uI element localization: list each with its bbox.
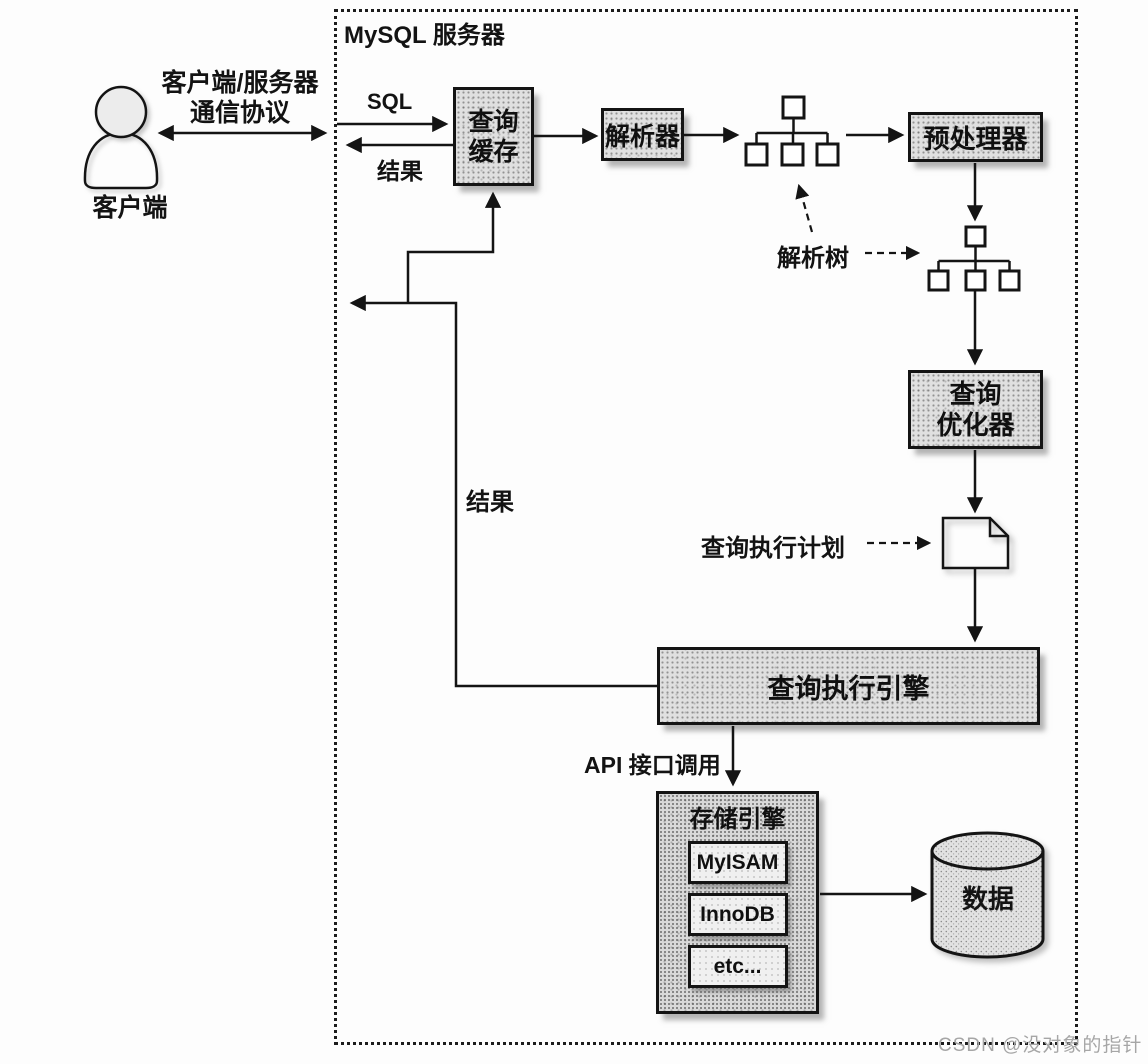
client-label: 客户端 — [92, 194, 168, 222]
optimizer-label-line1: 查询 — [949, 378, 1002, 409]
mysql-server-boundary — [334, 9, 1078, 1045]
watermark: CSDN @没对象的指针 — [938, 1035, 1143, 1056]
protocol-label-line1: 客户端/服务器 — [161, 69, 319, 97]
myisam-label: MyISAM — [696, 850, 779, 874]
api-call-label: API 接口调用 — [584, 752, 721, 778]
result-label-vertical: 结果 — [466, 489, 514, 516]
execution-engine-box: 查询执行引擎 — [657, 647, 1040, 725]
sql-label: SQL — [367, 89, 413, 114]
execution-engine-label: 查询执行引擎 — [767, 673, 930, 704]
etc-label: etc... — [713, 954, 762, 978]
optimizer-box: 查询 优化器 — [908, 370, 1043, 449]
storage-engine-title: 存储引擎 — [689, 806, 786, 833]
query-cache-label-line2: 缓存 — [468, 137, 519, 166]
result-label-top: 结果 — [377, 158, 423, 184]
protocol-label-line2: 通信协议 — [189, 99, 290, 127]
storage-engine-box: 存储引擎 MyISAM InnoDB etc... — [656, 791, 819, 1014]
innodb-box: InnoDB — [687, 893, 788, 936]
preprocessor-label: 预处理器 — [923, 123, 1028, 154]
query-plan-label: 查询执行计划 — [701, 535, 845, 562]
optimizer-label-line2: 优化器 — [936, 409, 1015, 440]
query-cache-box: 查询 缓存 — [453, 87, 534, 186]
mysql-server-title: MySQL 服务器 — [344, 22, 505, 49]
etc-box: etc... — [687, 945, 788, 988]
data-label: 数据 — [961, 884, 1014, 914]
parser-box: 解析器 — [601, 108, 684, 161]
parser-label: 解析器 — [604, 122, 680, 151]
parse-tree-label: 解析树 — [777, 245, 849, 272]
innodb-label: InnoDB — [700, 902, 775, 926]
query-cache-label-line1: 查询 — [468, 107, 519, 136]
protocol-label: 客户端/服务器 通信协议 — [145, 68, 335, 128]
preprocessor-box: 预处理器 — [908, 112, 1043, 162]
myisam-box: MyISAM — [687, 841, 788, 884]
